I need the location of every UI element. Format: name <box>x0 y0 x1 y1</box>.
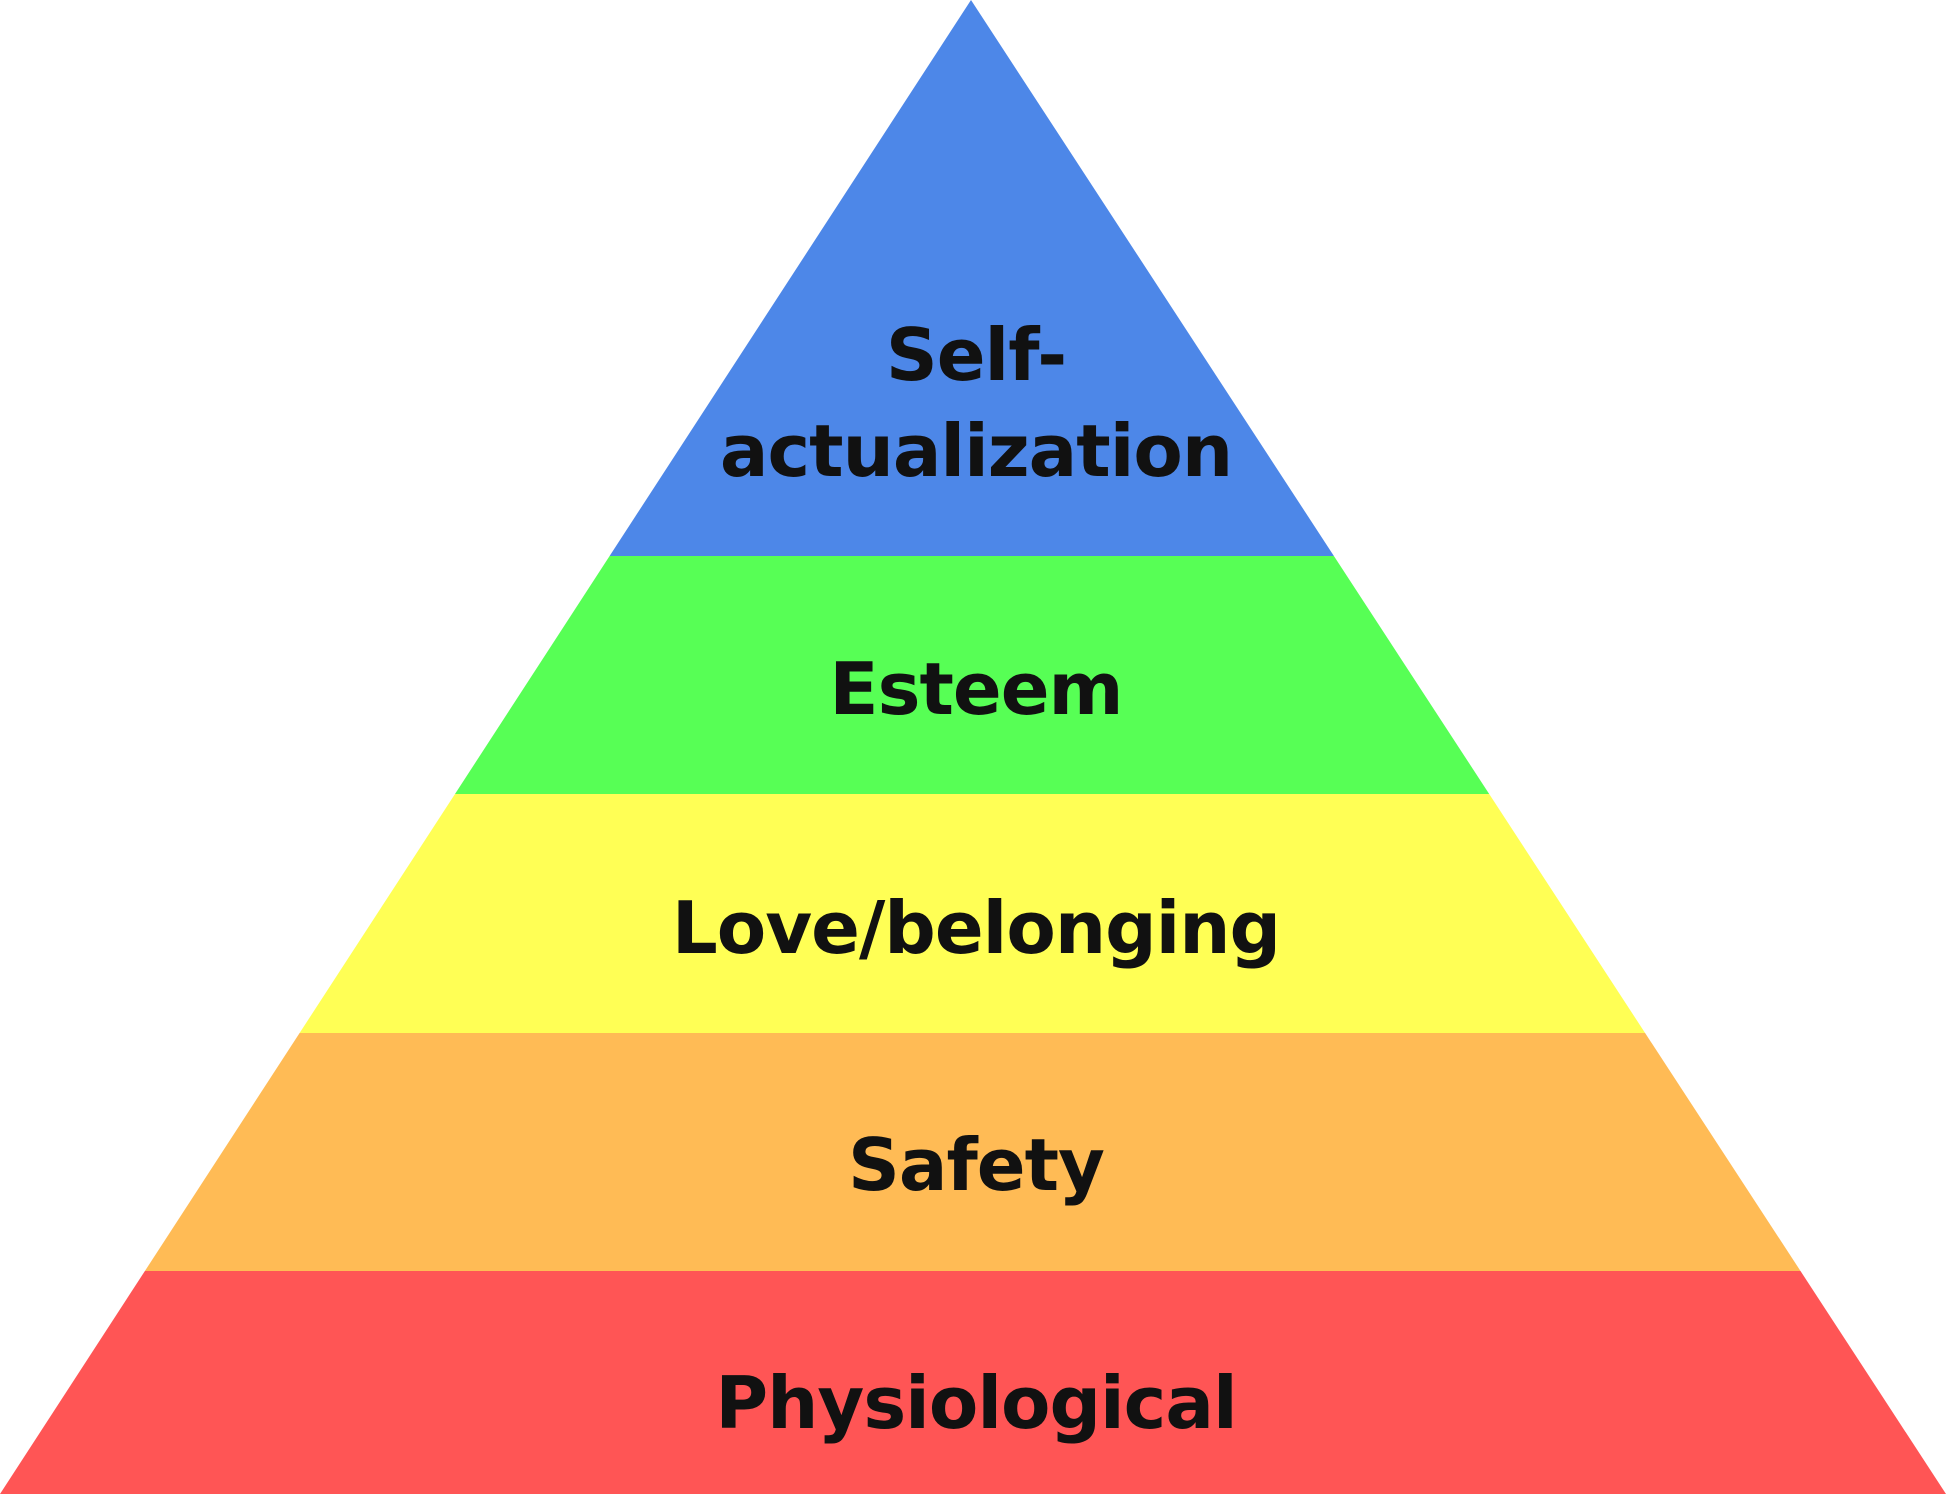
tier-esteem <box>455 556 1490 794</box>
tier-safety <box>144 1033 1801 1271</box>
tier-label-safety: Safety <box>848 1123 1104 1207</box>
tier-self-actualization <box>609 0 1334 556</box>
tier-label-self-actualization-line-1: Self- <box>886 313 1066 397</box>
tier-label-physiological: Physiological <box>715 1361 1236 1445</box>
tier-label-esteem: Esteem <box>829 647 1122 731</box>
tier-love-belonging <box>299 794 1646 1033</box>
tier-label-love-belonging: Love/belonging <box>672 886 1280 970</box>
pyramid-labels: Self- actualization Esteem Love/belongin… <box>672 313 1281 1445</box>
tier-physiological <box>0 1271 1946 1494</box>
tier-label-self-actualization-line-2: actualization <box>720 409 1232 493</box>
